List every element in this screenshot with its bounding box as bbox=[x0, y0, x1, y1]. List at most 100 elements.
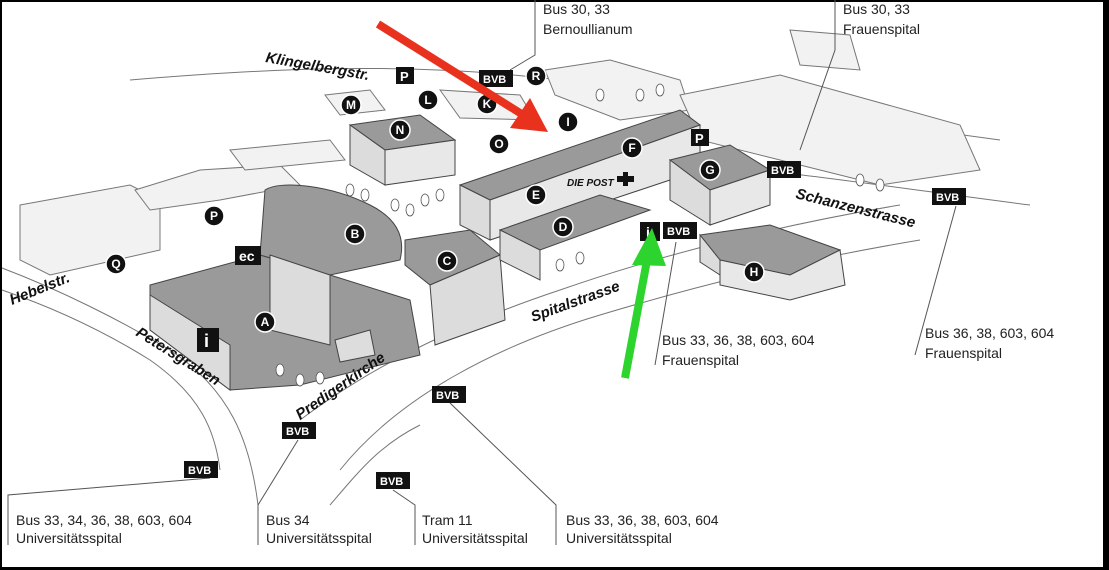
svg-text:D: D bbox=[559, 220, 568, 234]
svg-text:L: L bbox=[424, 93, 431, 107]
stop-unispital-1: Bus 33, 34, 36, 38, 603, 604 Universität… bbox=[16, 512, 192, 546]
stop-unispital-3-lines: Tram 11 bbox=[422, 512, 473, 528]
svg-text:P: P bbox=[695, 131, 704, 146]
svg-text:BVB: BVB bbox=[936, 192, 959, 204]
leader-lines bbox=[7, 0, 957, 545]
svg-text:H: H bbox=[750, 265, 759, 279]
svg-text:BVB: BVB bbox=[667, 226, 690, 238]
svg-text:C: C bbox=[443, 254, 452, 268]
building-marker-m[interactable]: M bbox=[340, 94, 362, 116]
stop-unispital-3: Tram 11 Universitätsspital bbox=[422, 512, 528, 546]
stop-frauenspital-top-name: Frauenspital bbox=[843, 21, 920, 37]
svg-text:BVB: BVB bbox=[188, 465, 211, 477]
svg-text:K: K bbox=[483, 97, 492, 111]
svg-text:E: E bbox=[532, 188, 540, 202]
stop-unispital-4-lines: Bus 33, 36, 38, 603, 604 bbox=[566, 512, 719, 528]
building-marker-e[interactable]: E bbox=[525, 184, 547, 206]
parking-icon-klingelberg[interactable]: P bbox=[396, 67, 414, 84]
stop-frauenspital-mid: Bus 33, 36, 38, 603, 604 Frauenspital bbox=[662, 332, 815, 368]
bvb-badge-unispital-1[interactable]: BVB bbox=[184, 461, 218, 478]
parking-icon-east[interactable]: P bbox=[691, 129, 709, 146]
svg-text:R: R bbox=[532, 69, 541, 83]
service-icons[interactable]: P P i i ec DIE POST bbox=[197, 67, 709, 352]
street-klingelberg: Klingelbergstr. bbox=[264, 49, 370, 84]
post-cross-icon bbox=[617, 172, 634, 186]
bvb-badge-unispital-3[interactable]: BVB bbox=[376, 472, 410, 489]
bvb-badge-frauenspital-right[interactable]: BVB bbox=[932, 188, 966, 205]
svg-text:i: i bbox=[204, 331, 209, 351]
frame-right bbox=[1103, 0, 1109, 570]
svg-text:I: I bbox=[566, 115, 569, 129]
stop-unispital-1-name: Universitätsspital bbox=[16, 530, 122, 546]
building-marker-d[interactable]: D bbox=[552, 216, 574, 238]
building-marker-i[interactable]: I bbox=[557, 111, 579, 133]
stop-frauenspital-mid-lines: Bus 33, 36, 38, 603, 604 bbox=[662, 332, 815, 348]
info-icon-main[interactable]: i bbox=[197, 328, 219, 352]
frame-top bbox=[0, 0, 1109, 2]
svg-text:F: F bbox=[628, 141, 635, 155]
bvb-badge-unispital-2[interactable]: BVB bbox=[282, 422, 316, 439]
green-arrow bbox=[621, 228, 666, 379]
red-arrow bbox=[375, 20, 548, 132]
stop-bernoullianum: Bus 30, 33 Bernoullianum bbox=[543, 1, 633, 37]
stop-frauenspital-right-lines: Bus 36, 38, 603, 604 bbox=[925, 325, 1054, 341]
building-marker-h[interactable]: H bbox=[743, 261, 765, 283]
svg-text:G: G bbox=[705, 163, 714, 177]
svg-text:Q: Q bbox=[111, 257, 120, 271]
post-office-label[interactable]: DIE POST bbox=[567, 172, 634, 189]
stop-frauenspital-right-name: Frauenspital bbox=[925, 345, 1002, 361]
stop-unispital-4-name: Universitätsspital bbox=[566, 530, 672, 546]
stop-unispital-2: Bus 34 Universitätsspital bbox=[266, 512, 372, 546]
stop-unispital-2-lines: Bus 34 bbox=[266, 512, 310, 528]
building-marker-q[interactable]: Q bbox=[105, 253, 127, 275]
frame-bottom bbox=[0, 567, 1109, 570]
building-marker-a[interactable]: A bbox=[254, 311, 276, 333]
stop-bernoullianum-lines: Bus 30, 33 bbox=[543, 1, 610, 17]
svg-text:P: P bbox=[210, 209, 218, 223]
stop-unispital-4: Bus 33, 36, 38, 603, 604 Universitätsspi… bbox=[566, 512, 719, 546]
street-schanzen: Schanzenstrasse bbox=[794, 185, 917, 231]
svg-text:BVB: BVB bbox=[483, 74, 506, 86]
building-marker-r[interactable]: R bbox=[525, 65, 547, 87]
svg-text:ec: ec bbox=[239, 248, 255, 264]
building-marker-b[interactable]: B bbox=[344, 223, 366, 245]
svg-text:BVB: BVB bbox=[380, 476, 403, 488]
svg-text:P: P bbox=[400, 69, 409, 84]
svg-text:O: O bbox=[494, 137, 503, 151]
svg-text:DIE POST: DIE POST bbox=[567, 178, 615, 189]
building-marker-l[interactable]: L bbox=[417, 89, 439, 111]
stop-frauenspital-top-lines: Bus 30, 33 bbox=[843, 1, 910, 17]
building-marker-g[interactable]: G bbox=[699, 159, 721, 181]
stop-frauenspital-mid-name: Frauenspital bbox=[662, 352, 739, 368]
bvb-badge-frauenspital-top[interactable]: BVB bbox=[767, 161, 801, 178]
bvb-badge-bernoullianum[interactable]: BVB bbox=[479, 70, 513, 87]
bvb-badges[interactable]: BVB BVB BVB BVB BVB BVB BVB BVB bbox=[184, 70, 966, 489]
bvb-badge-unispital-4[interactable]: BVB bbox=[432, 386, 466, 403]
hospital-buildings bbox=[149, 109, 846, 391]
svg-text:i: i bbox=[646, 224, 650, 240]
frame-left bbox=[0, 0, 2, 570]
trees bbox=[275, 83, 885, 387]
svg-text:BVB: BVB bbox=[436, 390, 459, 402]
building-marker-c[interactable]: C bbox=[436, 250, 458, 272]
svg-text:B: B bbox=[351, 227, 360, 241]
ec-atm-icon[interactable]: ec bbox=[235, 246, 261, 265]
stop-frauenspital-right: Bus 36, 38, 603, 604 Frauenspital bbox=[925, 325, 1054, 361]
bvb-badge-frauenspital-mid[interactable]: BVB bbox=[663, 222, 697, 239]
street-hebel: Hebelstr. bbox=[7, 269, 72, 309]
svg-text:BVB: BVB bbox=[286, 426, 309, 438]
svg-text:A: A bbox=[261, 315, 270, 329]
building-marker-p[interactable]: P bbox=[203, 205, 225, 227]
stop-frauenspital-top: Bus 30, 33 Frauenspital bbox=[843, 1, 920, 37]
stop-unispital-1-lines: Bus 33, 34, 36, 38, 603, 604 bbox=[16, 512, 192, 528]
svg-text:N: N bbox=[396, 123, 405, 137]
building-marker-o[interactable]: O bbox=[488, 133, 510, 155]
stop-labels: Bus 30, 33 Bernoullianum Bus 30, 33 Frau… bbox=[16, 1, 1054, 546]
building-marker-f[interactable]: F bbox=[621, 137, 643, 159]
svg-text:M: M bbox=[346, 98, 356, 112]
svg-text:BVB: BVB bbox=[771, 165, 794, 177]
building-marker-n[interactable]: N bbox=[389, 119, 411, 141]
stop-unispital-2-name: Universitätsspital bbox=[266, 530, 372, 546]
stop-bernoullianum-name: Bernoullianum bbox=[543, 21, 633, 37]
